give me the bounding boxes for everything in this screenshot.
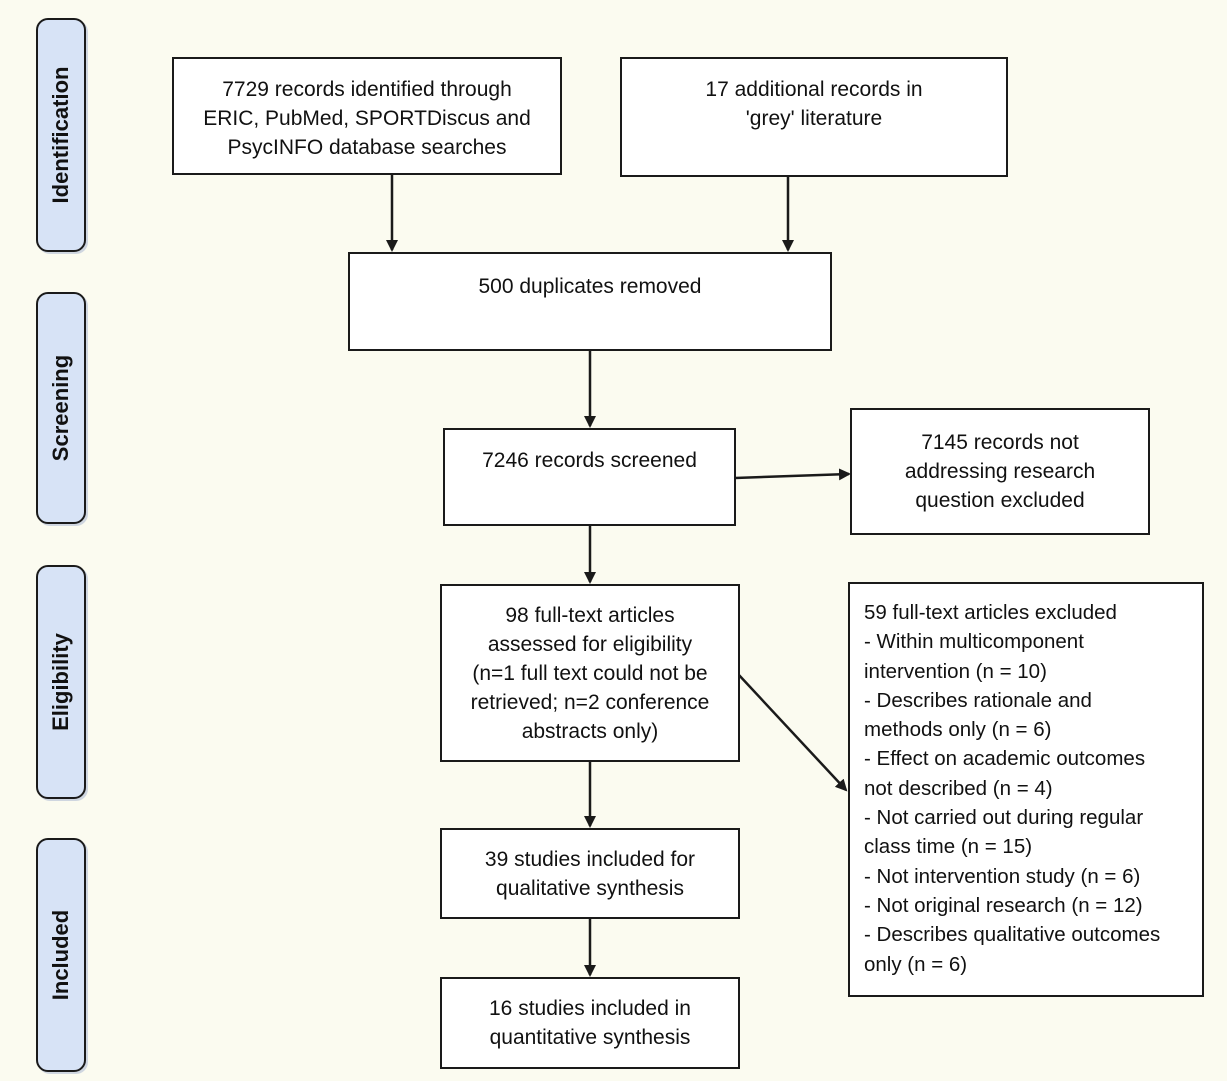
grey-records-box: 17 additional records in 'grey' literatu… (620, 57, 1008, 177)
stage-eligibility: Eligibility (36, 565, 86, 799)
full-text-assessed-box: 98 full-text articles assessed for eligi… (440, 584, 740, 762)
duplicates-box: 500 duplicates removed (348, 252, 832, 351)
stage-screening: Screening (36, 292, 86, 524)
stage-included: Included (36, 838, 86, 1072)
database-records-box: 7729 records identified through ERIC, Pu… (172, 57, 562, 175)
arrow-fulltext-to-excluded (737, 673, 848, 792)
arrow-screened-to-excluded (734, 468, 851, 481)
stage-identification: Identification (36, 18, 86, 252)
quantitative-synthesis-box: 16 studies included in quantitative synt… (440, 977, 740, 1069)
qualitative-synthesis-box: 39 studies included for qualitative synt… (440, 828, 740, 919)
full-text-excluded-box: 59 full-text articles excluded - Within … (848, 582, 1204, 997)
not-addressing-excluded-box: 7145 records not addressing research que… (850, 408, 1150, 535)
records-screened-box: 7246 records screened (443, 428, 736, 526)
